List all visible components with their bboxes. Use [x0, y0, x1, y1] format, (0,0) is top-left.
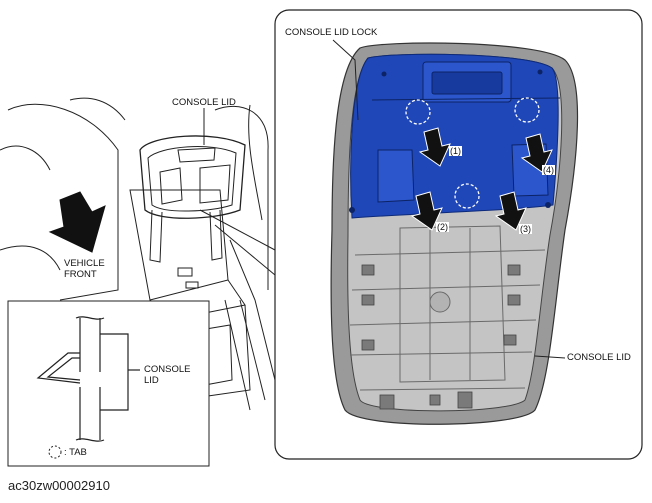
console-lid-label: CONSOLE LID — [172, 97, 236, 108]
tab-legend-label: : TAB — [64, 447, 87, 458]
vehicle-front-label: VEHICLE FRONT — [64, 258, 105, 280]
console-lid-right-label: CONSOLE LID — [567, 352, 631, 363]
figure-caption: ac30zw00002910 — [8, 478, 110, 493]
arrow-label-4: (4) — [542, 165, 555, 175]
console-lid-lock-label: CONSOLE LID LOCK — [285, 27, 378, 38]
console-lid-detail — [330, 39, 579, 425]
tab-detail-inset — [7, 300, 210, 467]
action-arrow-4 — [520, 133, 553, 173]
tab-circle-3 — [454, 183, 480, 209]
action-arrow-1 — [418, 127, 451, 167]
tab-legend-circle — [48, 445, 62, 459]
vehicle-front-arrow — [48, 191, 106, 253]
action-arrow-2 — [410, 191, 443, 231]
arrow-label-2: (2) — [436, 222, 449, 232]
tab-circle-1 — [405, 99, 431, 125]
console-lid-inset-label: CONSOLE LID — [144, 364, 191, 386]
arrow-label-1: (1) — [449, 146, 462, 156]
tab-circle-2 — [514, 97, 540, 123]
arrow-label-3: (3) — [519, 224, 532, 234]
action-arrow-3 — [494, 191, 527, 231]
